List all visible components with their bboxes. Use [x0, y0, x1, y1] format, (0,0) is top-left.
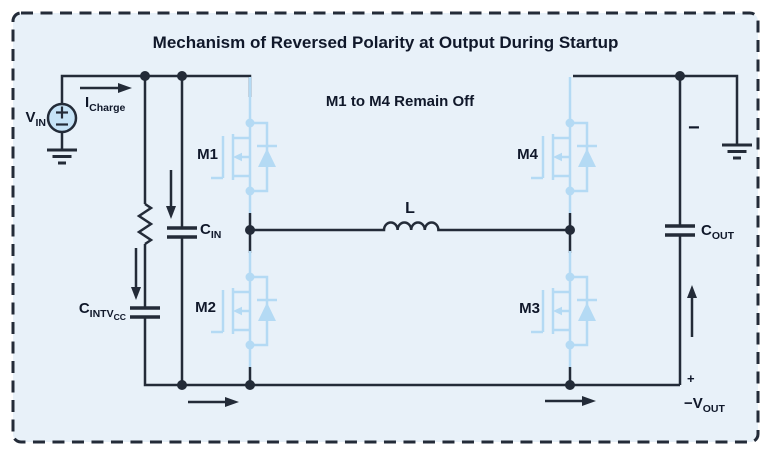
m4-label: M4 — [517, 146, 538, 163]
vout-label: −VOUT — [684, 395, 725, 415]
inductor-label: L — [405, 200, 415, 217]
cintvcc-label: CINTVCC — [78, 300, 126, 323]
m1-label: M1 — [197, 146, 218, 163]
vin-source — [46, 102, 78, 134]
cout-minus-sign: − — [688, 117, 700, 139]
cout-current-arrow — [687, 285, 697, 337]
vout-plus-sign: + — [687, 371, 695, 386]
junction-dots — [140, 71, 685, 390]
cintvcc-current-arrow — [131, 248, 141, 300]
bottom-right-current-arrow — [545, 396, 596, 406]
cout-capacitor — [665, 224, 695, 237]
wire-mid-rail-inductor — [250, 221, 570, 232]
note-m1-m4-off: M1 to M4 Remain Off — [325, 93, 475, 110]
icharge-label: ICharge — [85, 94, 126, 114]
vin-label: VIN — [25, 109, 46, 129]
bottom-left-current-arrow — [188, 397, 239, 407]
cintvcc-capacitor — [130, 306, 160, 319]
m2-label: M2 — [195, 299, 216, 316]
cin-capacitor — [167, 226, 197, 239]
diagram-title: Mechanism of Reversed Polarity at Output… — [152, 33, 619, 52]
icharge-arrow — [80, 83, 132, 93]
cout-label: COUT — [701, 222, 735, 242]
cin-label: CIN — [200, 221, 222, 241]
wire-top-right-rail — [573, 74, 739, 145]
wire-vcc-cap-to-rail — [143, 317, 182, 387]
resistor — [136, 202, 154, 246]
cin-current-arrow — [166, 170, 176, 219]
m3-label: M3 — [519, 300, 540, 317]
